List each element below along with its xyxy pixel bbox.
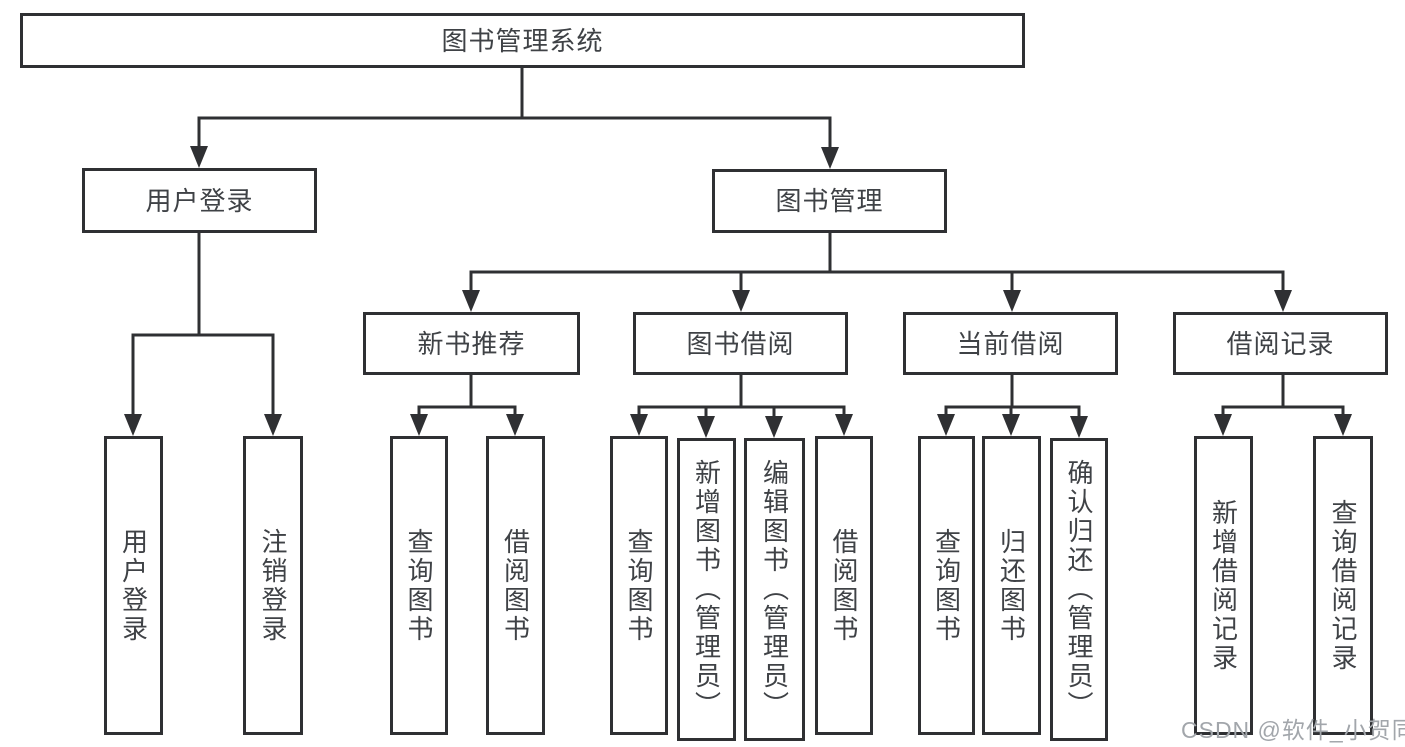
leaf-edit-book-admin-label: 编辑图书（管理员）	[759, 459, 790, 720]
node-new-book-recommendation: 新书推荐	[363, 312, 580, 375]
arrowhead	[1274, 290, 1292, 312]
arrowhead	[124, 414, 142, 436]
arrowhead	[410, 414, 428, 436]
leaf-borrow-books-recommend-label: 借阅图书	[500, 527, 531, 644]
leaf-logout: 注销登录	[243, 436, 303, 735]
connector-path	[131, 66, 1345, 424]
leaf-query-borrow-record: 查询借阅记录	[1313, 436, 1373, 735]
node-borrowing-records-label: 借阅记录	[1226, 328, 1335, 359]
node-book-borrowing-label: 图书借阅	[686, 328, 795, 359]
arrowhead	[506, 414, 524, 436]
arrowhead	[1334, 414, 1352, 436]
arrowhead	[732, 290, 750, 312]
leaf-borrow-books-borrowing-label: 借阅图书	[829, 527, 859, 644]
node-library-management-system: 图书管理系统	[20, 13, 1025, 68]
node-user-login: 用户登录	[82, 168, 317, 233]
leaf-add-book-admin-label: 新增图书（管理员）	[691, 459, 722, 720]
arrowhead	[1214, 414, 1232, 436]
leaf-query-books-recommend: 查询图书	[390, 436, 448, 735]
leaf-user-login-label: 用户登录	[118, 527, 149, 644]
node-user-login-label: 用户登录	[145, 185, 254, 216]
leaf-edit-book-admin: 编辑图书（管理员）	[744, 438, 805, 741]
leaf-confirm-return-admin: 确认归还（管理员）	[1050, 438, 1108, 741]
leaf-logout-label: 注销登录	[258, 527, 288, 644]
node-book-management: 图书管理	[712, 169, 947, 233]
leaf-add-borrow-record-label: 新增借阅记录	[1208, 498, 1239, 673]
leaf-return-books-label: 归还图书	[996, 527, 1027, 644]
leaf-user-login: 用户登录	[104, 436, 163, 735]
leaf-add-borrow-record: 新增借阅记录	[1194, 436, 1253, 735]
leaf-query-books-borrowing: 查询图书	[610, 436, 668, 735]
arrowhead	[190, 146, 208, 168]
arrowhead	[835, 414, 853, 436]
node-book-management-label: 图书管理	[775, 186, 884, 216]
leaf-borrow-books-recommend: 借阅图书	[486, 436, 545, 735]
node-borrowing-records: 借阅记录	[1173, 312, 1388, 375]
leaf-query-borrow-record-label: 查询借阅记录	[1328, 498, 1358, 673]
arrowhead	[1002, 414, 1020, 436]
arrowhead	[765, 416, 783, 438]
node-new-book-recommendation-label: 新书推荐	[417, 328, 526, 359]
node-library-management-system-label: 图书管理系统	[441, 25, 604, 56]
node-book-borrowing: 图书借阅	[633, 312, 848, 375]
arrowhead	[630, 414, 648, 436]
arrowhead	[937, 414, 955, 436]
leaf-query-books-recommend-label: 查询图书	[404, 527, 434, 644]
node-current-borrowing: 当前借阅	[903, 312, 1118, 375]
arrowhead	[821, 147, 839, 169]
leaf-borrow-books-borrowing: 借阅图书	[815, 436, 873, 735]
csdn-watermark: CSDN @软件_小贺同学	[1181, 717, 1405, 743]
leaf-query-books-current-label: 查询图书	[931, 527, 962, 644]
leaf-add-book-admin: 新增图书（管理员）	[677, 438, 736, 741]
leaf-query-books-current: 查询图书	[918, 436, 975, 735]
arrowhead	[1003, 290, 1021, 312]
leaf-confirm-return-admin-label: 确认归还（管理员）	[1064, 459, 1094, 720]
node-current-borrowing-label: 当前借阅	[956, 328, 1065, 359]
leaf-return-books: 归还图书	[982, 436, 1041, 735]
arrowhead	[462, 290, 480, 312]
arrowhead	[264, 414, 282, 436]
leaf-query-books-borrowing-label: 查询图书	[624, 527, 654, 644]
arrowhead	[1070, 416, 1088, 438]
arrowhead	[697, 416, 715, 438]
